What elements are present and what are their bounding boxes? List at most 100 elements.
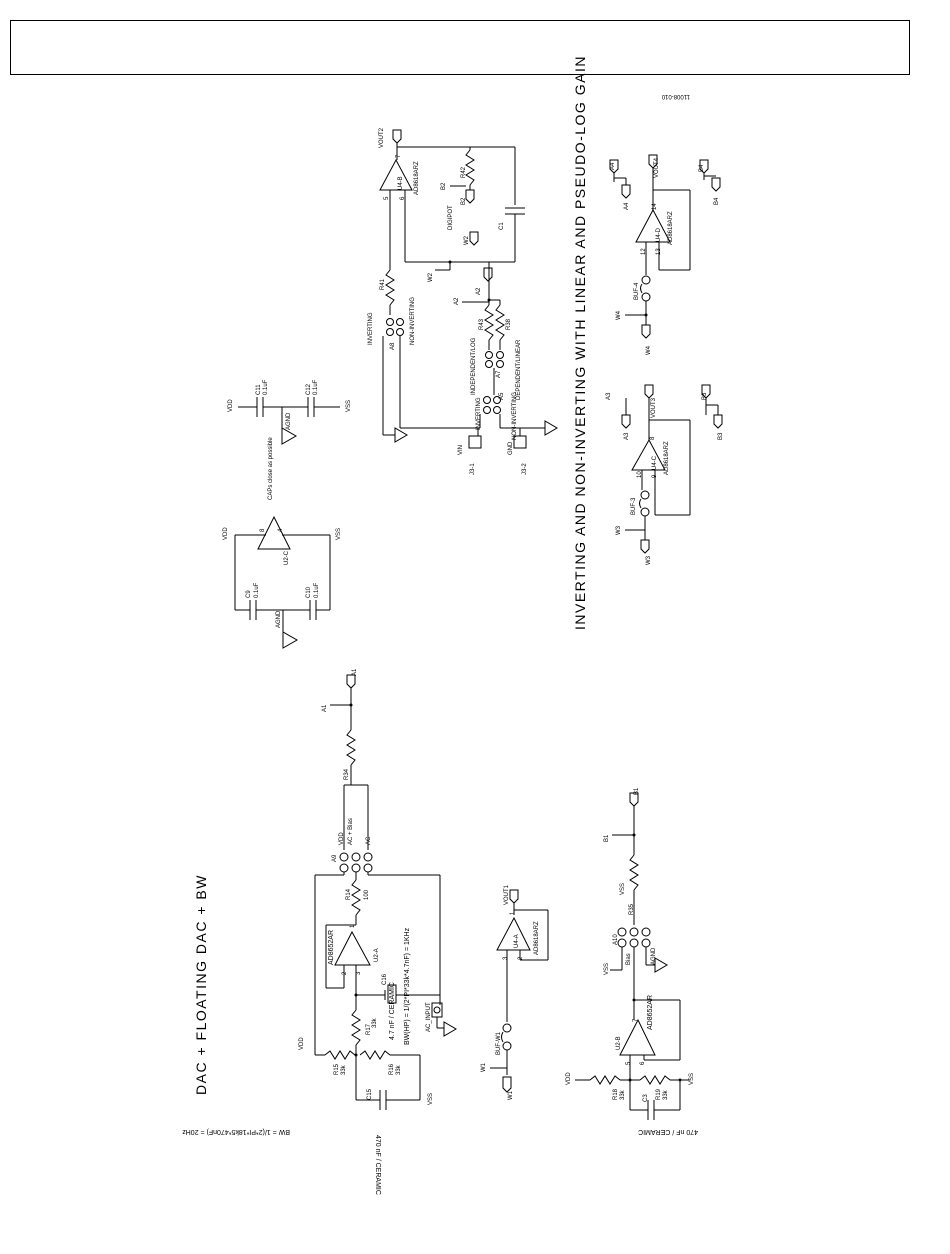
w3-label: W3 [616,525,622,535]
r34-label: R34 [344,768,350,780]
agnd-label-2: AGND [286,412,292,430]
supply-decoupling-block: U2-C 8 4 VDD VSS C9 0.1uF C10 0.1uF AGND… [223,379,352,649]
c11-value: 0.1uF [263,379,269,395]
a4-port [621,184,631,199]
vss-label-b-2: VSS [604,963,610,975]
a8-label: A8 [390,342,396,350]
r15-value: 33k [341,1064,347,1075]
b2-label: B2 [441,182,447,190]
c9-value: 0.1uF [254,582,260,598]
b3-label-2: B3 [718,432,724,440]
u2a-pin1: 1 [350,924,356,928]
r15-label: R15 [334,1063,340,1075]
r42-label: R42 [461,166,467,178]
buf4-block: A4 A4 VOUT4 U4-D AD8618ARZ 12 13 14 BUF-… [609,154,721,355]
w3-port [640,539,650,554]
w1-port [502,1076,512,1093]
u2a-part-label: AD8652AR [328,930,335,965]
r17-label: R17 [366,1023,372,1035]
b4-port [711,177,721,192]
agnd-symbol [282,631,299,649]
u4d-pin12: 12 [641,248,647,255]
inverting-block: VOUT2 C1 U4-B AD8618ARZ 5 6 7 R42 B2 B2 … [368,127,558,475]
u2b-pin6: 6 [640,1061,646,1065]
b1-label-top: B1 [634,787,640,795]
w4-label-2: W4 [646,345,652,355]
a2-port [483,267,493,282]
r16-label: R16 [389,1063,395,1075]
r19-value: 33k [663,1089,669,1100]
vout4-port [648,154,658,169]
agnd-label-b: AGND [651,947,657,965]
ac-input-label: AC_INPUT [426,1002,432,1032]
title-dac: DAC + FLOATING DAC + BW [193,874,209,1095]
w2-label: W2 [428,272,434,282]
r18-label: R18 [613,1088,619,1100]
u4d-part-label: AD8618ARZ [668,211,674,245]
b3-port-top [701,384,711,399]
vss-label-b-3: VSS [689,1073,695,1085]
b4-port-top [699,159,709,174]
inverting-label-top: INVERTING [368,312,374,345]
w1-label: W1 [481,1062,487,1072]
u4d-opamp-symbol [635,208,671,243]
r15-resistor [324,1050,356,1060]
a1-label-top: A1 [352,668,358,676]
vout2-label: VOUT2 [379,127,385,148]
a10-label: A10 [613,934,619,945]
vout2-port [392,129,402,144]
figure-code: 11008-010 [661,93,690,99]
c12-label: C12 [306,383,312,395]
ac-label: AC [366,836,372,845]
a3-label: A3 [624,432,630,440]
vdd-label-b: VDD [566,1072,572,1085]
r14-resistor [351,879,361,916]
b4-label-2: B4 [714,197,720,205]
r43-label: R43 [479,318,485,330]
a2-label: A2 [476,287,482,295]
a9-label: A9 [332,854,338,862]
r16-value: 33k [396,1064,402,1075]
vout3-port [644,384,654,399]
r19-label: R19 [656,1088,662,1100]
c9-label: C9 [246,590,252,598]
a5-label: A5 [499,392,505,400]
u2c-pin4: 4 [278,528,284,532]
bw-formula: BW = 1/(2*PI*18k5*470nF) = 20Hz [182,1128,290,1135]
u2a-pin2: 2 [342,971,348,975]
vdd-label-dac-2: VDD [299,1037,305,1050]
buf-w1-label: BUF-W1 [496,1031,502,1055]
c3-label: C3 [643,1094,649,1102]
r35-resistor [629,854,639,891]
u4b-opamp-symbol [379,158,413,191]
b3-port [713,414,723,429]
vout1-label: VOUT1 [504,884,510,905]
u4d-pin14: 14 [652,203,658,210]
u2c-pin8: 8 [260,528,266,532]
u4c-opamp-symbol [631,438,666,471]
a7-label: A7 [496,370,502,378]
r38-label: R38 [506,318,512,330]
u2c-opamp-symbol [257,515,291,550]
u4a-pin3: 3 [503,956,509,960]
u4b-pin5: 5 [384,196,390,200]
u4c-pin10: 10 [637,471,643,478]
u2c-label: U2-C [284,550,290,565]
a4-port-top [609,159,619,174]
u2b-part-label: AD8652AR [647,995,654,1030]
gnd-connector [513,435,527,449]
c16-capacitor [387,984,397,1004]
vdd-label-2: VDD [228,399,234,412]
non-inverting-label: NON-INVERTING [512,392,518,440]
a2-label-2: A2 [454,297,460,305]
c11-label: C11 [256,384,262,395]
b1-label: B1 [604,834,610,842]
a4-label: A4 [610,162,616,170]
r41-resistor [385,269,395,306]
w4-port [641,324,651,339]
b2-label-2: B2 [461,197,467,205]
r18-value: 33k [620,1089,626,1100]
c10-label: C10 [306,586,312,598]
c1-label: C1 [499,222,505,230]
